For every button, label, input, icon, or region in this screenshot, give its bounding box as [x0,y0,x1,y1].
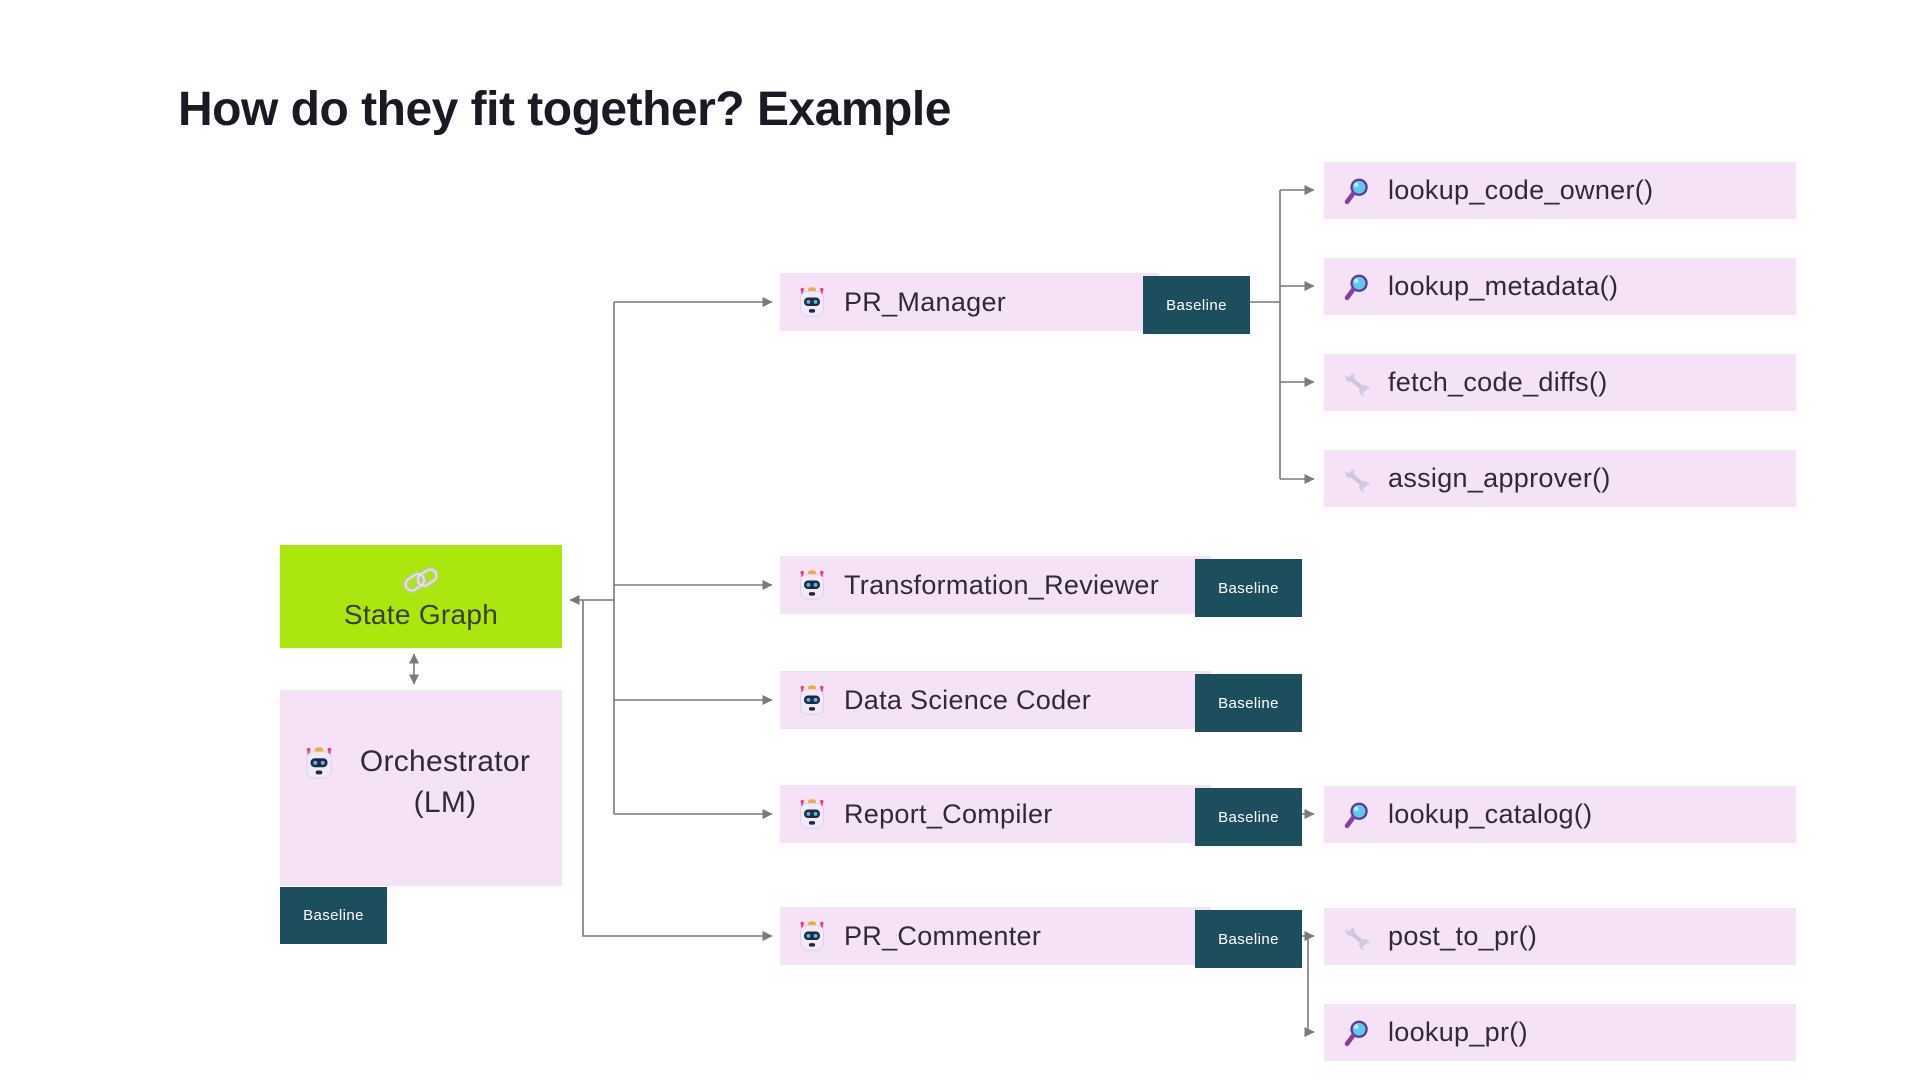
tool-label: assign_approver() [1388,463,1611,493]
robot-icon [796,286,828,318]
agent-label: Transformation_Reviewer [844,569,1160,600]
robot-icon [302,746,336,780]
tool-label: lookup_catalog() [1388,799,1593,829]
node-agent-data-science-coder: Data Science Coder [780,671,1211,729]
baseline-badge-transformation-reviewer: Baseline [1195,559,1302,617]
node-tool-fetch-code-diffs: fetch_code_diffs() [1324,354,1796,411]
magnifier-icon [1342,1018,1372,1048]
agent-label: Data Science Coder [844,684,1092,715]
node-tool-lookup-catalog: lookup_catalog() [1324,786,1796,843]
wrench-icon [1342,922,1372,952]
node-orchestrator: Orchestrator (LM) [280,690,562,886]
wrench-icon [1342,368,1372,398]
node-tool-post-to-pr: post_to_pr() [1324,908,1796,965]
tool-label: lookup_pr() [1388,1017,1528,1047]
robot-icon [796,684,828,716]
agent-label: PR_Manager [844,286,1007,317]
page-title: How do they fit together? Example [178,83,951,136]
tool-label: lookup_code_owner() [1388,175,1654,205]
robot-icon [796,569,828,601]
magnifier-icon [1342,800,1372,830]
node-agent-pr-manager: PR_Manager [780,273,1159,331]
robot-icon [796,920,828,952]
node-tool-assign-approver: assign_approver() [1324,450,1796,507]
link-icon [402,563,440,597]
baseline-badge-pr-manager: Baseline [1143,276,1250,334]
agent-label: PR_Commenter [844,920,1042,951]
robot-icon [796,798,828,830]
node-tool-lookup-code-owner: lookup_code_owner() [1324,162,1796,219]
node-tool-lookup-pr: lookup_pr() [1324,1004,1796,1061]
magnifier-icon [1342,272,1372,302]
magnifier-icon [1342,176,1372,206]
node-tool-lookup-metadata: lookup_metadata() [1324,258,1796,315]
baseline-badge-pr-commenter: Baseline [1195,910,1302,968]
tool-label: lookup_metadata() [1388,271,1619,301]
tool-label: post_to_pr() [1388,921,1538,951]
node-agent-pr-commenter: PR_Commenter [780,907,1211,965]
wrench-icon [1342,464,1372,494]
orchestrator-label: Orchestrator (LM) [359,745,531,819]
baseline-badge-report-compiler: Baseline [1195,788,1302,846]
tool-label: fetch_code_diffs() [1388,367,1608,397]
state-graph-label: State Graph [343,598,499,630]
node-state-graph: State Graph [280,545,562,648]
agent-label: Report_Compiler [844,798,1053,829]
baseline-badge-orchestrator: Baseline [280,887,387,944]
node-agent-transformation-reviewer: Transformation_Reviewer [780,556,1211,614]
node-agent-report-compiler: Report_Compiler [780,785,1211,843]
baseline-badge-data-science-coder: Baseline [1195,674,1302,732]
